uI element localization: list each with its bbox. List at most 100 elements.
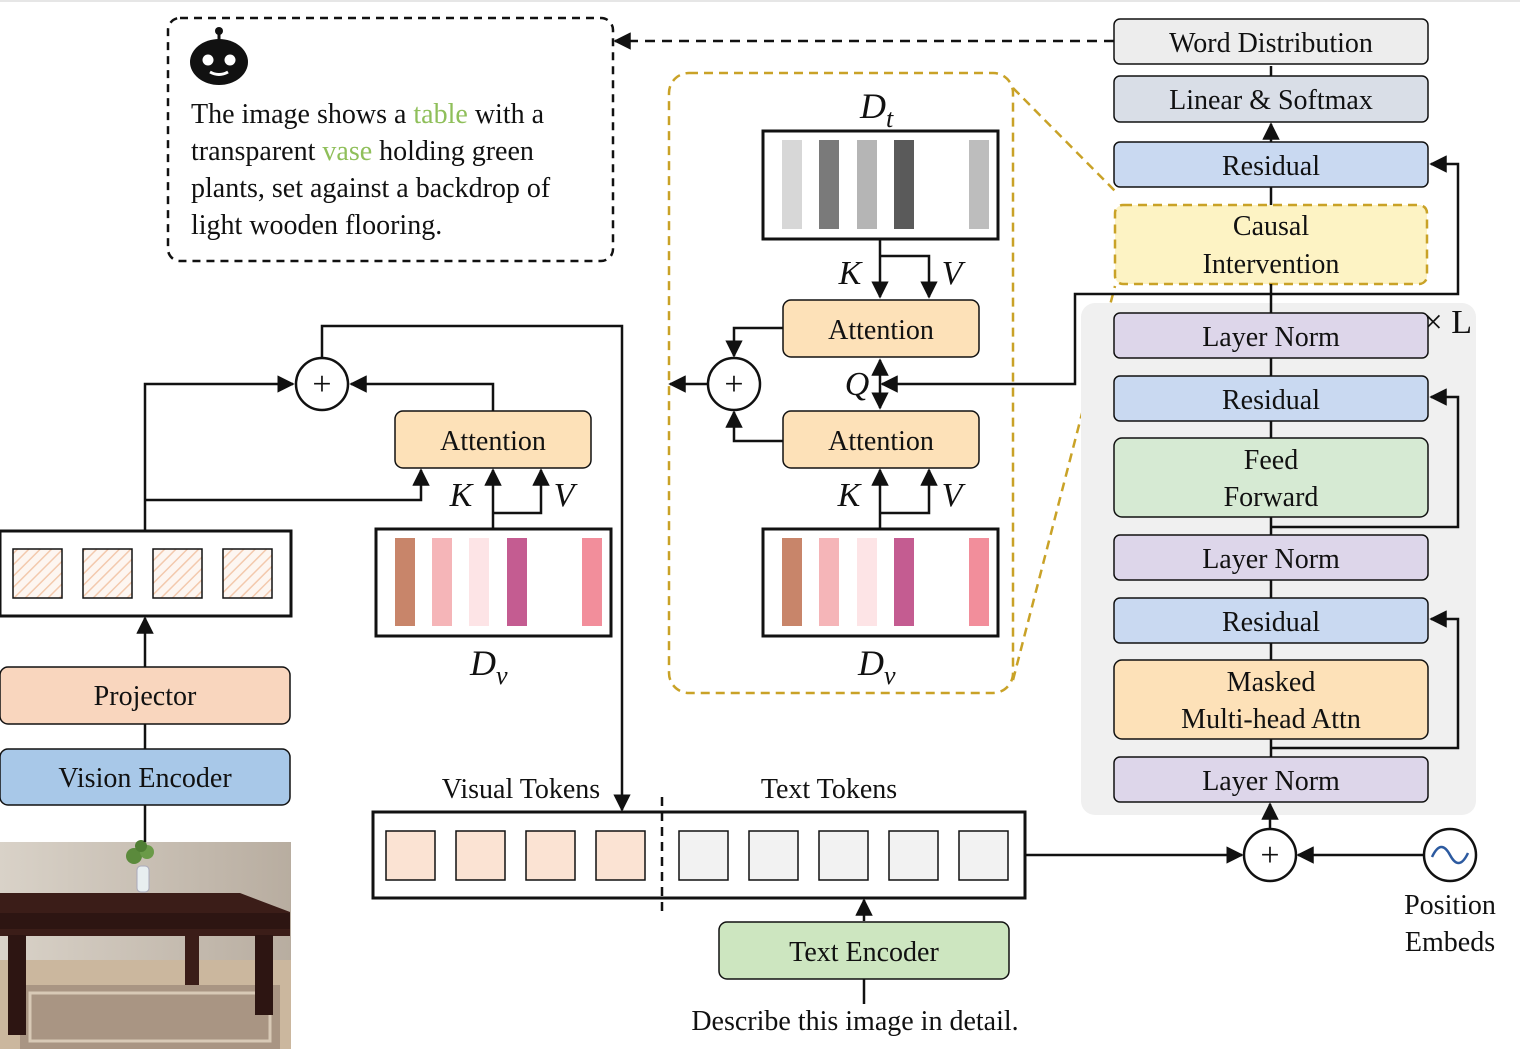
plus-to-visual-tokens-line — [320, 324, 631, 812]
text-encoder-label: Text Encoder — [789, 937, 939, 968]
center-dv-label: Dv — [857, 643, 896, 690]
center-attention-bottom-label: Attention — [828, 426, 934, 457]
intervention-detail-box — [667, 71, 1015, 695]
visual-token — [595, 830, 646, 881]
dt-main: D — [859, 86, 886, 126]
caption-highlight-vase: vase — [322, 136, 372, 167]
sine-wave-icon — [1422, 827, 1478, 883]
bottom-k-label: K — [837, 477, 863, 514]
dv-bar — [582, 538, 602, 626]
visual-token — [525, 830, 576, 881]
center-dv-sub: v — [884, 661, 896, 690]
linear-softmax-box — [1113, 75, 1429, 123]
dt-bar — [819, 140, 839, 229]
dv-bar — [819, 538, 839, 626]
query-branch-arrow — [880, 292, 1271, 393]
center-plus-sign: + — [724, 366, 743, 403]
residual-top-skip — [1271, 155, 1460, 296]
bottom-v-arrow — [880, 468, 938, 515]
dt-box — [761, 129, 1000, 241]
zoom-line-bottom — [1011, 285, 1117, 681]
left-v-label: V — [554, 477, 579, 514]
left-attention-label: Attention — [440, 426, 546, 457]
caption-line4: light wooden flooring. — [191, 210, 442, 241]
center-attention-bottom-box — [782, 410, 980, 469]
left-k-label: K — [449, 477, 475, 514]
layer-norm-bottom-box — [1113, 756, 1429, 803]
center-dv-box — [761, 527, 1000, 638]
center-dv-main: D — [857, 643, 884, 683]
left-dv-label: Dv — [469, 643, 508, 690]
left-dv-sub: v — [496, 661, 508, 690]
caption-line1-b: with a — [468, 99, 545, 130]
top-attention-to-plus — [725, 326, 783, 358]
top-v-label: V — [942, 255, 967, 292]
text-token — [958, 830, 1009, 881]
feed-line2: Forward — [1224, 482, 1319, 513]
top-k-label: K — [838, 255, 864, 292]
visual-tokens-label: Visual Tokens — [442, 774, 600, 805]
text-token — [818, 830, 869, 881]
attention-to-plus-line — [349, 375, 495, 411]
caption-line3: plants, set against a backdrop of — [191, 173, 551, 204]
position-line2: Embeds — [1405, 927, 1495, 958]
dt-bar — [782, 140, 802, 229]
projector-label: Projector — [94, 681, 197, 712]
visual-feature-token — [152, 548, 203, 599]
q-label: Q — [845, 366, 870, 403]
center-attention-top-label: Attention — [828, 315, 934, 346]
embedding-plus-sign: + — [1260, 837, 1279, 874]
layer-norm-mid-label: Layer Norm — [1202, 544, 1340, 575]
visual-token — [385, 830, 436, 881]
features-to-plus-line — [143, 375, 295, 531]
dv-bar — [857, 538, 877, 626]
residual-mid-label: Residual — [1222, 385, 1320, 416]
visual-token — [455, 830, 506, 881]
visual-feature-token — [82, 548, 133, 599]
word-distribution-box — [1113, 18, 1429, 65]
dt-label: Dt — [859, 86, 894, 133]
dt-sub: t — [886, 104, 894, 133]
dv-bar — [894, 538, 914, 626]
residual-mid-skip — [1271, 388, 1460, 529]
caption-line2-b: holding green — [372, 136, 534, 167]
feed-line1: Feed — [1244, 445, 1298, 476]
dv-bar — [432, 538, 452, 626]
left-plus-sign: + — [312, 366, 331, 403]
prompt-text: Describe this image in detail. — [691, 1006, 1018, 1037]
linear-softmax-label: Linear & Softmax — [1169, 85, 1373, 116]
vision-encoder-label: Vision Encoder — [58, 763, 232, 794]
svg-text:The image shows a table with a: The image shows a table with a — [191, 99, 545, 130]
visual-feature-token — [222, 548, 273, 599]
causal-line1: Causal — [1233, 211, 1309, 242]
bottom-v-label: V — [942, 477, 967, 514]
dt-bar — [857, 140, 877, 229]
text-token — [678, 830, 729, 881]
text-token — [888, 830, 939, 881]
position-line1: Position — [1404, 890, 1496, 921]
layer-norm-top-label: Layer Norm — [1202, 322, 1340, 353]
caption-line1-a: The image shows a — [191, 99, 413, 130]
caption-box: The image shows a table with a transpare… — [166, 16, 615, 263]
masked-line1: Masked — [1227, 667, 1316, 698]
causal-line2: Intervention — [1203, 249, 1340, 280]
dv-bar — [395, 538, 415, 626]
left-dv-box — [374, 527, 613, 638]
features-to-attention-line — [145, 468, 430, 502]
dv-bar — [507, 538, 527, 626]
dv-bar — [782, 538, 802, 626]
residual-low-skip — [1271, 610, 1460, 750]
bottom-attention-to-plus — [725, 410, 783, 443]
zoom-line-top — [1012, 87, 1116, 192]
repeat-label: × L — [1424, 304, 1472, 341]
text-tokens-label: Text Tokens — [761, 774, 897, 805]
residual-low-label: Residual — [1222, 607, 1320, 638]
dt-bar — [894, 140, 914, 229]
svg-text:transparent vase holding green: transparent vase holding green — [191, 136, 534, 167]
caption-line2-a: transparent — [191, 136, 322, 167]
top-v-arrow — [880, 254, 938, 299]
caption-highlight-table: table — [413, 99, 467, 130]
robot-icon — [190, 27, 248, 85]
text-token — [748, 830, 799, 881]
